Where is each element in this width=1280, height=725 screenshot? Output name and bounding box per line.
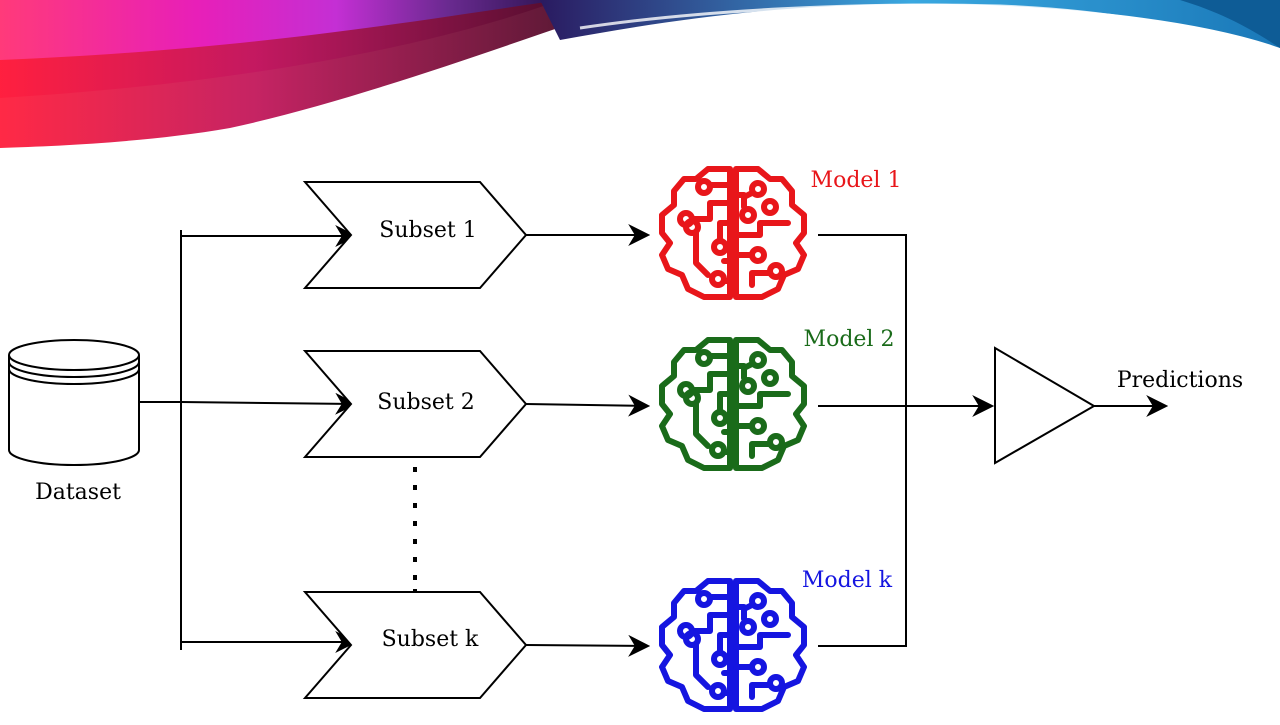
- subset-1-shape: [302, 181, 528, 289]
- aggregation-lines: [818, 234, 907, 647]
- arrow-to-model-2: [525, 394, 651, 417]
- ellipsis-dots: [413, 467, 417, 593]
- subset-k-shape: [302, 591, 528, 699]
- subset-k-label: Subset k: [382, 627, 479, 652]
- model-2-label: Model 2: [804, 327, 895, 352]
- dataset-cylinder-icon: [8, 339, 140, 466]
- model-1-label: Model 1: [811, 168, 902, 193]
- subset-1-label: Subset 1: [379, 218, 476, 243]
- header-banner: [0, 0, 1280, 148]
- subset-2-label: Subset 2: [377, 390, 474, 415]
- predictions-label: Predictions: [1117, 368, 1243, 393]
- model-1-brain-icon: [662, 169, 804, 297]
- model-k-brain-icon: [662, 581, 804, 709]
- model-k-label: Model k: [802, 568, 893, 593]
- subset-2-shape: [302, 350, 528, 458]
- aggregator-triangle-icon: [994, 346, 1096, 465]
- arrow-to-model-k: [525, 634, 651, 657]
- dataset-label: Dataset: [35, 480, 121, 505]
- arrow-to-subset-2: [180, 392, 358, 415]
- model-2-brain-icon: [662, 340, 804, 468]
